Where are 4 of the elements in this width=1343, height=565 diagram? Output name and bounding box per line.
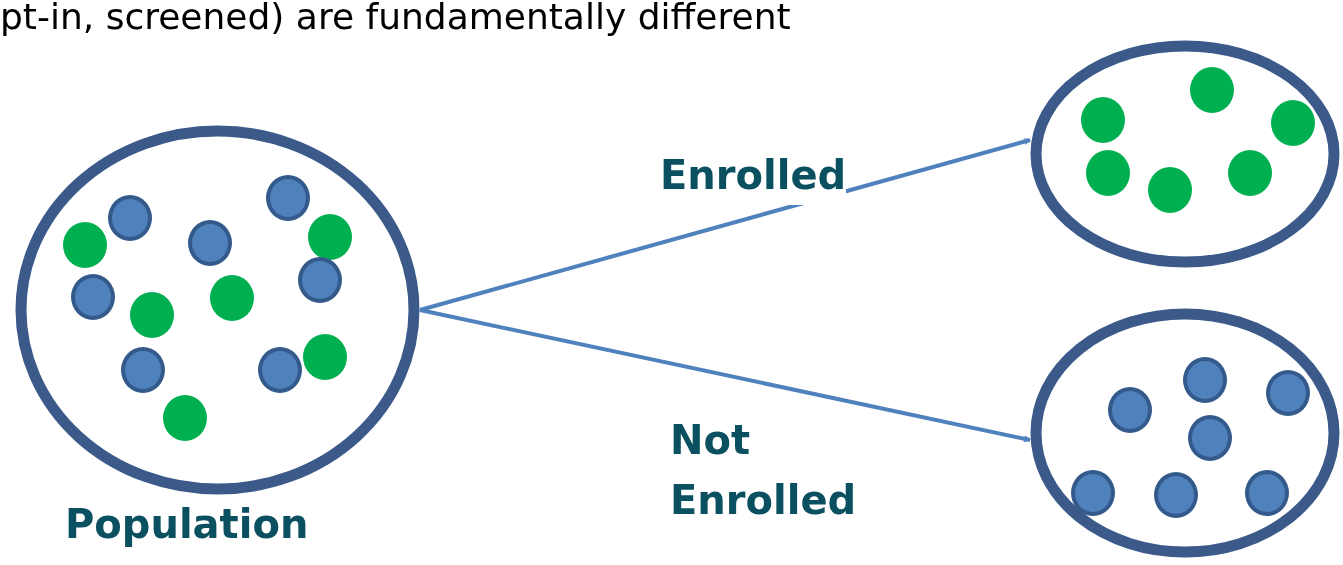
arrow <box>419 138 1031 312</box>
group-label: Population <box>65 500 309 548</box>
heading-text: pt-in, screened) are fundamentally different <box>0 0 791 37</box>
arrow <box>419 308 1031 443</box>
